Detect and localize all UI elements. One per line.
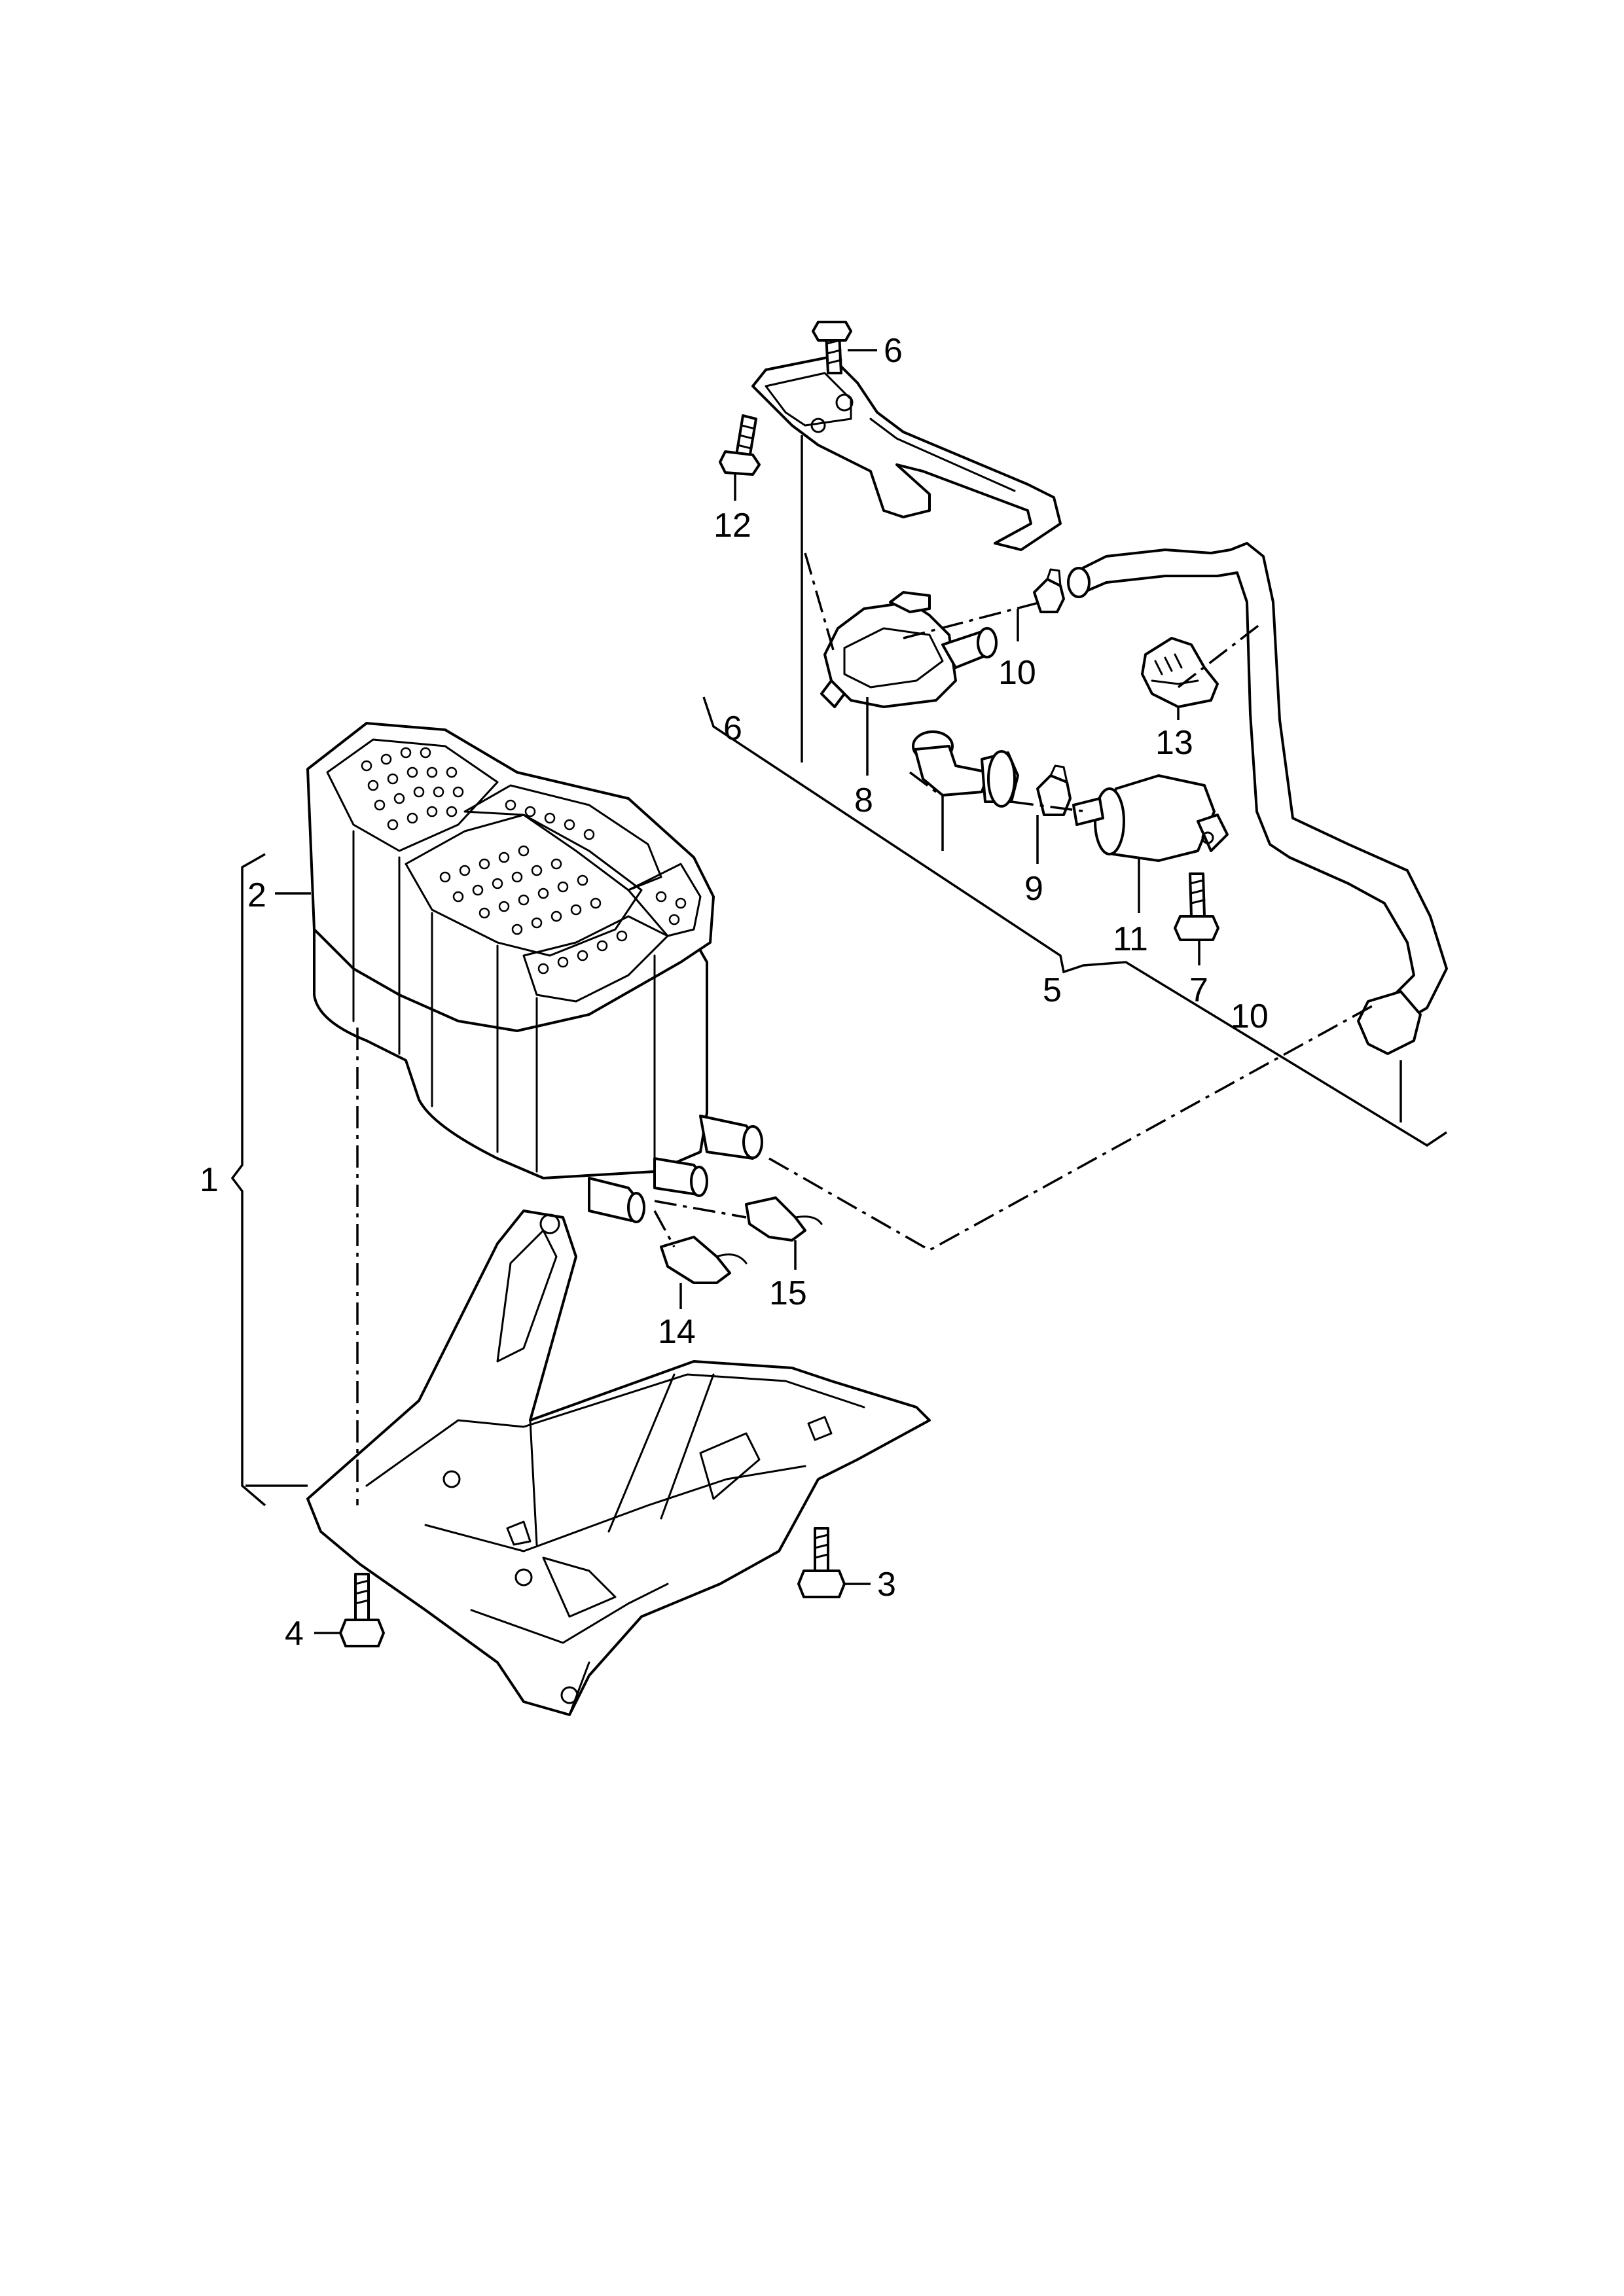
fuel-filter bbox=[1072, 774, 1229, 862]
label-7: 7 bbox=[1189, 971, 1208, 1009]
label-1: 1 bbox=[200, 1161, 219, 1199]
bolt-6-top bbox=[812, 321, 852, 374]
label-15: 15 bbox=[769, 1274, 807, 1312]
label-4: 4 bbox=[285, 1615, 304, 1653]
bolt-7 bbox=[1174, 872, 1219, 941]
canister-nipples bbox=[588, 1115, 763, 1223]
label-3: 3 bbox=[877, 1566, 896, 1604]
label-5: 5 bbox=[1043, 971, 1062, 1009]
label-9: 9 bbox=[1024, 870, 1043, 908]
clip-9 bbox=[1036, 764, 1072, 816]
clip-10-upper bbox=[1033, 568, 1065, 613]
label-10-lower: 10 bbox=[1231, 997, 1269, 1035]
label-10-upper: 10 bbox=[998, 654, 1036, 692]
elbow-connector-14 bbox=[660, 1236, 748, 1284]
elbow-connector-15 bbox=[745, 1196, 823, 1242]
mounting-tray bbox=[306, 1210, 931, 1716]
assembly-lines bbox=[356, 552, 1375, 1505]
label-6-left: 6 bbox=[723, 709, 742, 747]
label-13: 13 bbox=[1155, 724, 1193, 762]
purge-valve bbox=[820, 591, 998, 708]
bolt-12 bbox=[719, 414, 761, 476]
valve-bracket bbox=[751, 355, 1062, 551]
bolt-3 bbox=[797, 1527, 846, 1598]
label-12: 12 bbox=[713, 507, 751, 545]
canister-perforations bbox=[361, 747, 687, 975]
label-14: 14 bbox=[658, 1313, 696, 1351]
hose-holder-13 bbox=[1141, 637, 1219, 708]
label-8: 8 bbox=[854, 781, 873, 819]
label-6-top: 6 bbox=[884, 332, 903, 370]
valve-elbow bbox=[912, 730, 1019, 808]
charcoal-canister bbox=[306, 722, 763, 1223]
leader-lines bbox=[230, 349, 1447, 1634]
label-2: 2 bbox=[247, 876, 266, 914]
label-11: 11 bbox=[1113, 920, 1148, 958]
part-labels: 1 2 3 4 5 6 6 7 8 9 10 10 11 12 13 14 15 bbox=[200, 332, 1269, 1653]
bolt-4 bbox=[339, 1573, 385, 1647]
vent-hose bbox=[1067, 542, 1448, 1055]
